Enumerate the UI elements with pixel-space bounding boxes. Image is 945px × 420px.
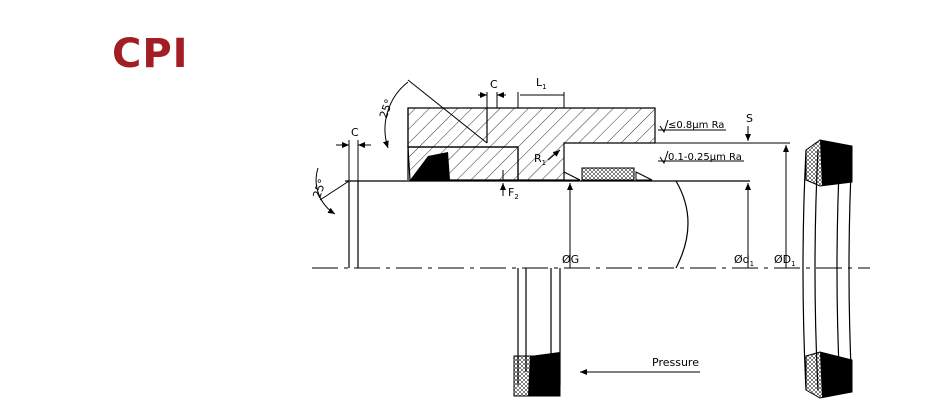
surface-finish-label-2: 0.1-0.25μm Ra — [668, 152, 742, 163]
outer-diameter-sub: 1 — [791, 260, 795, 268]
rod-outline — [345, 180, 750, 269]
outer-diameter-main: ØD — [774, 253, 791, 266]
guide-ring — [563, 167, 653, 181]
length-label: L1 — [536, 76, 547, 91]
bore-diameter-sub: 1 — [750, 260, 754, 268]
radius-label: R1 — [534, 152, 546, 167]
outer-diameter-label: ØD1 — [774, 253, 796, 268]
chamfer-label-left: C — [351, 126, 359, 139]
dimension-lines — [315, 79, 790, 375]
length-label-main: L — [536, 76, 543, 89]
radius-label-main: R — [534, 152, 542, 165]
length-label-sub: 1 — [542, 83, 546, 91]
gap-label-main: F — [508, 186, 514, 199]
surface-finish-label-1: ≤0.8μm Ra — [668, 120, 724, 131]
groove-diameter-label: ØG — [562, 253, 579, 266]
bore-diameter-main: Ød — [734, 253, 750, 266]
gap-label-sub: 2 — [514, 193, 518, 201]
gap-label: F2 — [508, 186, 519, 201]
seal-ring-side-view — [802, 139, 853, 399]
surface-finish-symbols — [659, 119, 669, 165]
s-dimension-label: S — [746, 112, 753, 125]
pressure-label: Pressure — [652, 356, 699, 369]
radius-label-sub: 1 — [542, 159, 546, 167]
drawing-labels: 25° C L1 R1 F2 ≤0.8μm Ra 0.1-0.25μm Ra S… — [310, 76, 795, 369]
lower-seal-section — [513, 268, 561, 397]
bore-diameter-label: Ød1 — [734, 253, 754, 268]
seal-element — [410, 152, 450, 180]
chamfer-label-top: C — [490, 78, 498, 91]
angle-label-top: 25° — [377, 97, 396, 120]
cpi-logo: CPI — [112, 31, 189, 77]
angle-label-left: 25° — [310, 177, 329, 200]
